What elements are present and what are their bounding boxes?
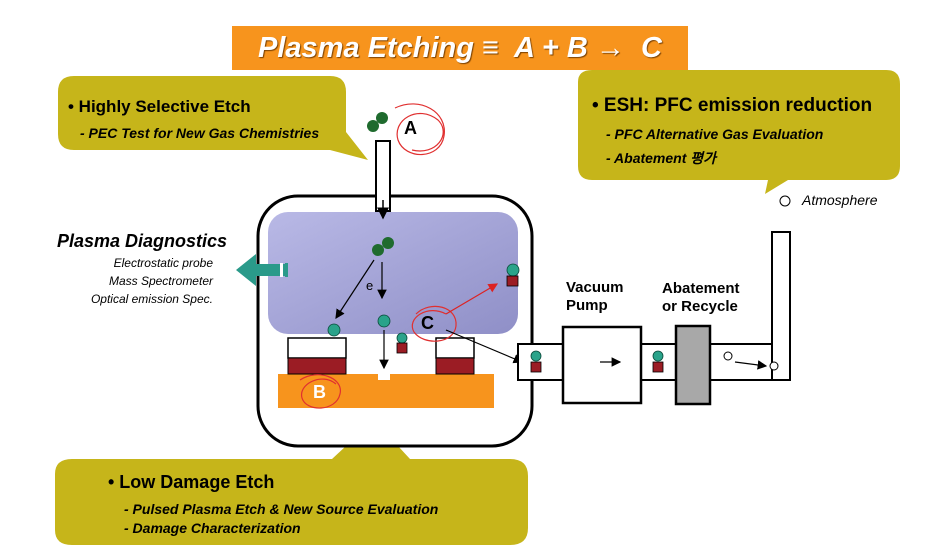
- label-c: C: [421, 313, 434, 333]
- plasma-region: [268, 212, 518, 334]
- abatement-label: Abatement or Recycle: [662, 280, 740, 315]
- esh-heading: • ESH: PFC emission reduction: [592, 95, 873, 116]
- product-small-teal: [396, 332, 408, 344]
- exhaust-red-1: [530, 361, 542, 373]
- exhaust-stack: [771, 231, 791, 381]
- c-arrow-red: [445, 283, 499, 315]
- atmosphere-circle: [779, 195, 791, 207]
- mask-right: [435, 357, 475, 375]
- diagnostics-item-3: Optical emission Spec.: [90, 292, 213, 306]
- diagnostics-item-1: Electrostatic probe: [113, 256, 213, 270]
- molecule-a2: [367, 120, 379, 132]
- esh-item-2: - Abatement 평가: [606, 150, 717, 166]
- exhaust-teal-1: [530, 350, 542, 362]
- damage-item-2: - Damage Characterization: [124, 520, 301, 536]
- esh-item-1: - PFC Alternative Gas Evaluation: [606, 126, 824, 142]
- mask-left: [287, 357, 347, 375]
- label-electron: e: [366, 278, 374, 293]
- label-a: A: [404, 118, 417, 138]
- radical-center: [377, 314, 391, 328]
- mask-right-white: [435, 337, 475, 359]
- damage-heading: • Low Damage Etch: [108, 472, 275, 492]
- atmosphere-label: Atmosphere: [802, 192, 878, 208]
- molecule-a1: [376, 112, 388, 124]
- damage-item-1: - Pulsed Plasma Etch & New Source Evalua…: [124, 501, 439, 517]
- diagnostics-title: Plasma Diagnostics: [57, 231, 228, 251]
- product-edge-teal: [506, 263, 520, 277]
- page-title: Plasma Etching ≡ A + B → C: [258, 31, 662, 64]
- selective-etch-callout: [58, 76, 368, 160]
- product-small-red: [396, 342, 408, 354]
- c-arrow-out: [445, 329, 524, 364]
- mask-left-white: [287, 337, 347, 359]
- title-banner: Plasma Etching ≡ A + B → C: [232, 26, 688, 70]
- diagnostics-item-2: Mass Spectrometer: [108, 274, 213, 288]
- product-edge-red: [506, 275, 519, 287]
- etched-trench: [378, 374, 390, 380]
- scribble-b: [299, 374, 341, 409]
- exhaust-teal-2: [652, 350, 664, 362]
- scribble-a: [394, 103, 445, 156]
- vacuum-pump-label: Vacuum Pump: [566, 279, 624, 314]
- molecule-p2: [372, 244, 384, 256]
- exhaust-circle-1: [723, 351, 733, 361]
- radical-left: [327, 323, 341, 337]
- exhaust-red-2: [652, 361, 664, 373]
- esh-callout: [578, 70, 900, 194]
- molecule-p1: [382, 237, 394, 249]
- label-b: B: [313, 382, 326, 402]
- exhaust-circle-2: [769, 361, 779, 371]
- damage-callout: [55, 420, 528, 545]
- selective-etch-sub: - PEC Test for New Gas Chemistries: [80, 125, 320, 141]
- scribble-c: [411, 305, 457, 342]
- diagnostics-arrow-icon: [236, 254, 286, 286]
- selective-etch-heading: • Highly Selective Etch: [68, 97, 251, 116]
- vacuum-pump-box: [561, 325, 643, 405]
- abatement-box: [674, 324, 712, 406]
